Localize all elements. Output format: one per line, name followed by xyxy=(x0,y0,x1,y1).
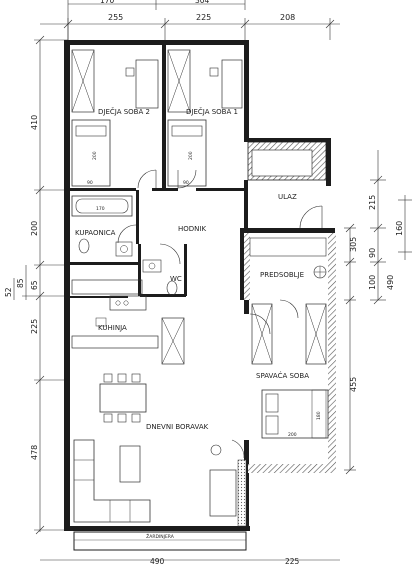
label-dnevni-boravak: DNEVNI BORAVAK xyxy=(146,423,209,431)
dim-right-2: 160 xyxy=(395,221,404,236)
dimension-labels: 170 304 255 225 208 410 200 85 65 52 225… xyxy=(4,0,404,564)
hatched-wall-right xyxy=(328,233,336,473)
dim-top-partial-2: 304 xyxy=(195,0,210,5)
dim-top-partial-1: 170 xyxy=(100,0,115,5)
dim-right-1: 215 xyxy=(368,195,377,210)
bed-dim-90-a: 90 xyxy=(87,180,93,186)
label-djecja-soba-2: DJEČJA SOBA 2 xyxy=(98,107,150,116)
hatched-wall-bottom-right xyxy=(248,464,334,473)
dim-right-6: 490 xyxy=(386,275,395,290)
dim-bottom-2: 225 xyxy=(285,557,300,564)
label-ulaz: ULAZ xyxy=(278,193,297,201)
dim-left-1: 410 xyxy=(30,115,39,130)
double-bed-dim: 200 xyxy=(288,432,297,438)
dim-right-4: 90 xyxy=(368,248,377,258)
dim-left-6: 225 xyxy=(30,319,39,334)
bed-dim-200-a: 200 xyxy=(92,151,98,160)
dimension-lines xyxy=(13,0,412,561)
room-kupaonica: 170 xyxy=(71,195,137,257)
dim-left-4: 65 xyxy=(30,280,39,290)
dim-right-7: 455 xyxy=(349,377,358,392)
room-spavaca-soba: 200 180 xyxy=(249,303,329,439)
interior-walls xyxy=(68,44,248,298)
dim-left-5: 52 xyxy=(4,287,13,297)
tub-dim: 170 xyxy=(96,206,105,212)
dim-right-5: 100 xyxy=(368,275,377,290)
label-hodnik: HODNIK xyxy=(178,225,206,233)
room-djecja-soba-1: 200 90 xyxy=(167,49,243,189)
label-spavaca-soba: SPAVAĆA SOBA xyxy=(256,371,309,380)
zardinjera-label: ŽARDINJERA xyxy=(146,532,175,540)
label-kuhinja: KUHINJA xyxy=(98,324,127,332)
label-predsoblje: PREDSOBLJE xyxy=(260,271,304,279)
room-wc xyxy=(142,243,181,296)
label-kupaonica: KUPAONICA xyxy=(75,229,116,237)
room-djecja-soba-2: 200 90 xyxy=(71,49,159,189)
dim-bottom-1: 490 xyxy=(150,557,165,564)
room-predsoblje xyxy=(249,205,327,319)
zardinjera: ŽARDINJERA xyxy=(73,531,247,551)
label-djecja-soba-1: DJEČJA SOBA 1 xyxy=(186,107,238,116)
double-bed-side-dim: 180 xyxy=(316,411,322,420)
bed-dim-90-b: 90 xyxy=(183,180,189,186)
dim-left-3: 85 xyxy=(16,278,25,288)
dim-top-3: 208 xyxy=(280,13,295,22)
dim-left-2: 200 xyxy=(30,221,39,236)
room-kuhinja xyxy=(71,279,185,365)
dim-right-3: 305 xyxy=(349,237,358,252)
room-labels: DJEČJA SOBA 2 DJEČJA SOBA 1 KUPAONICA HO… xyxy=(75,107,309,431)
room-dnevni-boravak xyxy=(73,373,247,527)
dim-top-1: 255 xyxy=(108,13,123,22)
bed-dim-200-b: 200 xyxy=(188,151,194,160)
entry-niche xyxy=(251,149,313,177)
label-wc: WC xyxy=(170,275,182,283)
dim-top-2: 225 xyxy=(196,13,211,22)
hatched-wall-predsoblje xyxy=(244,233,250,300)
dim-left-7: 478 xyxy=(30,445,39,460)
